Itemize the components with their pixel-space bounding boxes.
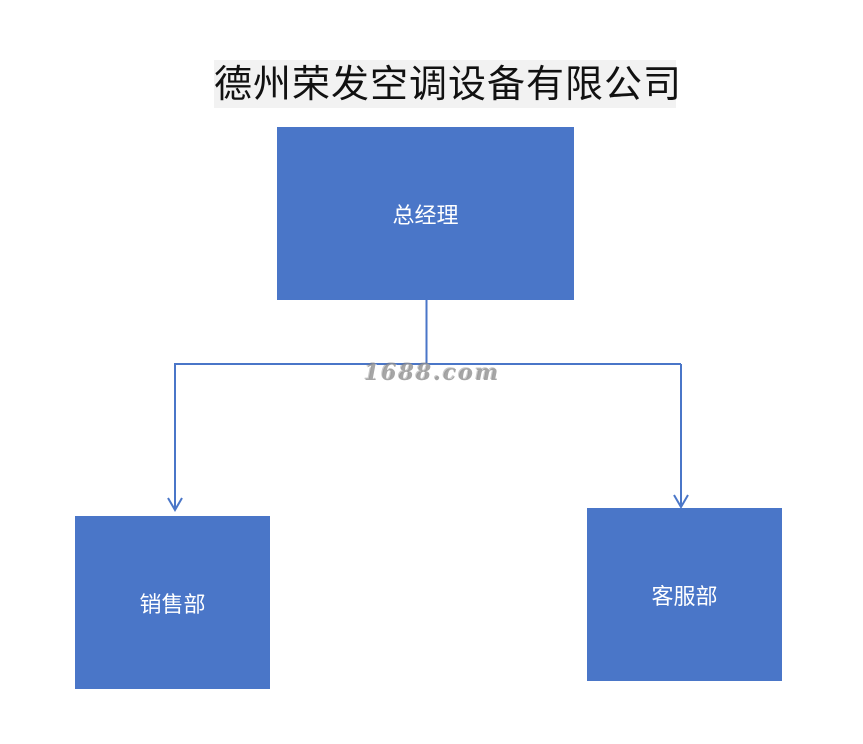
watermark-text: 1688.com [364,360,501,386]
general-manager-box: 总经理 [277,127,574,300]
arrowhead-sales [167,497,183,512]
sales-department-label: 销售部 [139,592,206,618]
general-manager-label: 总经理 [392,203,459,229]
customer-service-box: 客服部 [587,508,782,681]
sales-department-box: 销售部 [75,516,270,689]
customer-service-label: 客服部 [651,584,718,610]
arrowhead-service [673,494,689,509]
company-title: 德州荣发空调设备有限公司 [214,60,683,108]
